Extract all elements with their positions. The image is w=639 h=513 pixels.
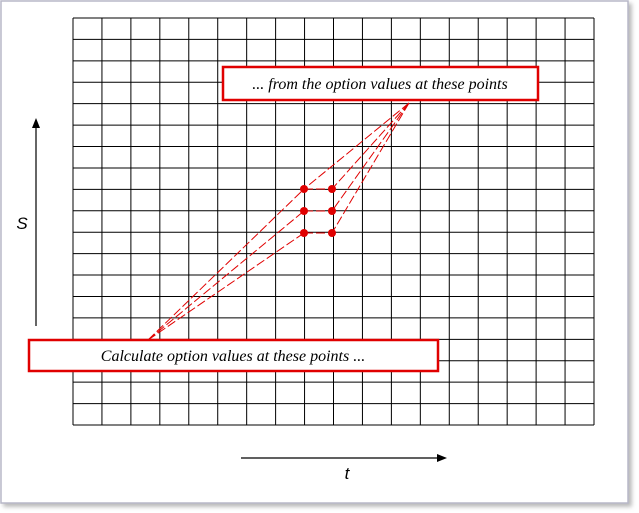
- callout-top: ... from the option values at these poin…: [221, 65, 540, 102]
- grid-point: [300, 207, 308, 215]
- grid-points: [300, 185, 336, 237]
- connector-lines: [147, 102, 410, 341]
- t-axis-arrow: [241, 454, 447, 462]
- grid-point: [328, 229, 336, 237]
- grid-point: [300, 229, 308, 237]
- s-axis-arrow: [32, 118, 40, 326]
- callout-bottom: Calculate option values at these points …: [27, 338, 440, 373]
- callout-top-text: ... from the option values at these poin…: [252, 76, 507, 93]
- callout-bottom-text: Calculate option values at these points …: [101, 348, 365, 365]
- grid-point: [328, 207, 336, 215]
- grid-point: [300, 185, 308, 193]
- grid-point: [328, 185, 336, 193]
- t-axis-label: t: [345, 464, 351, 483]
- s-axis-label: S: [16, 214, 28, 233]
